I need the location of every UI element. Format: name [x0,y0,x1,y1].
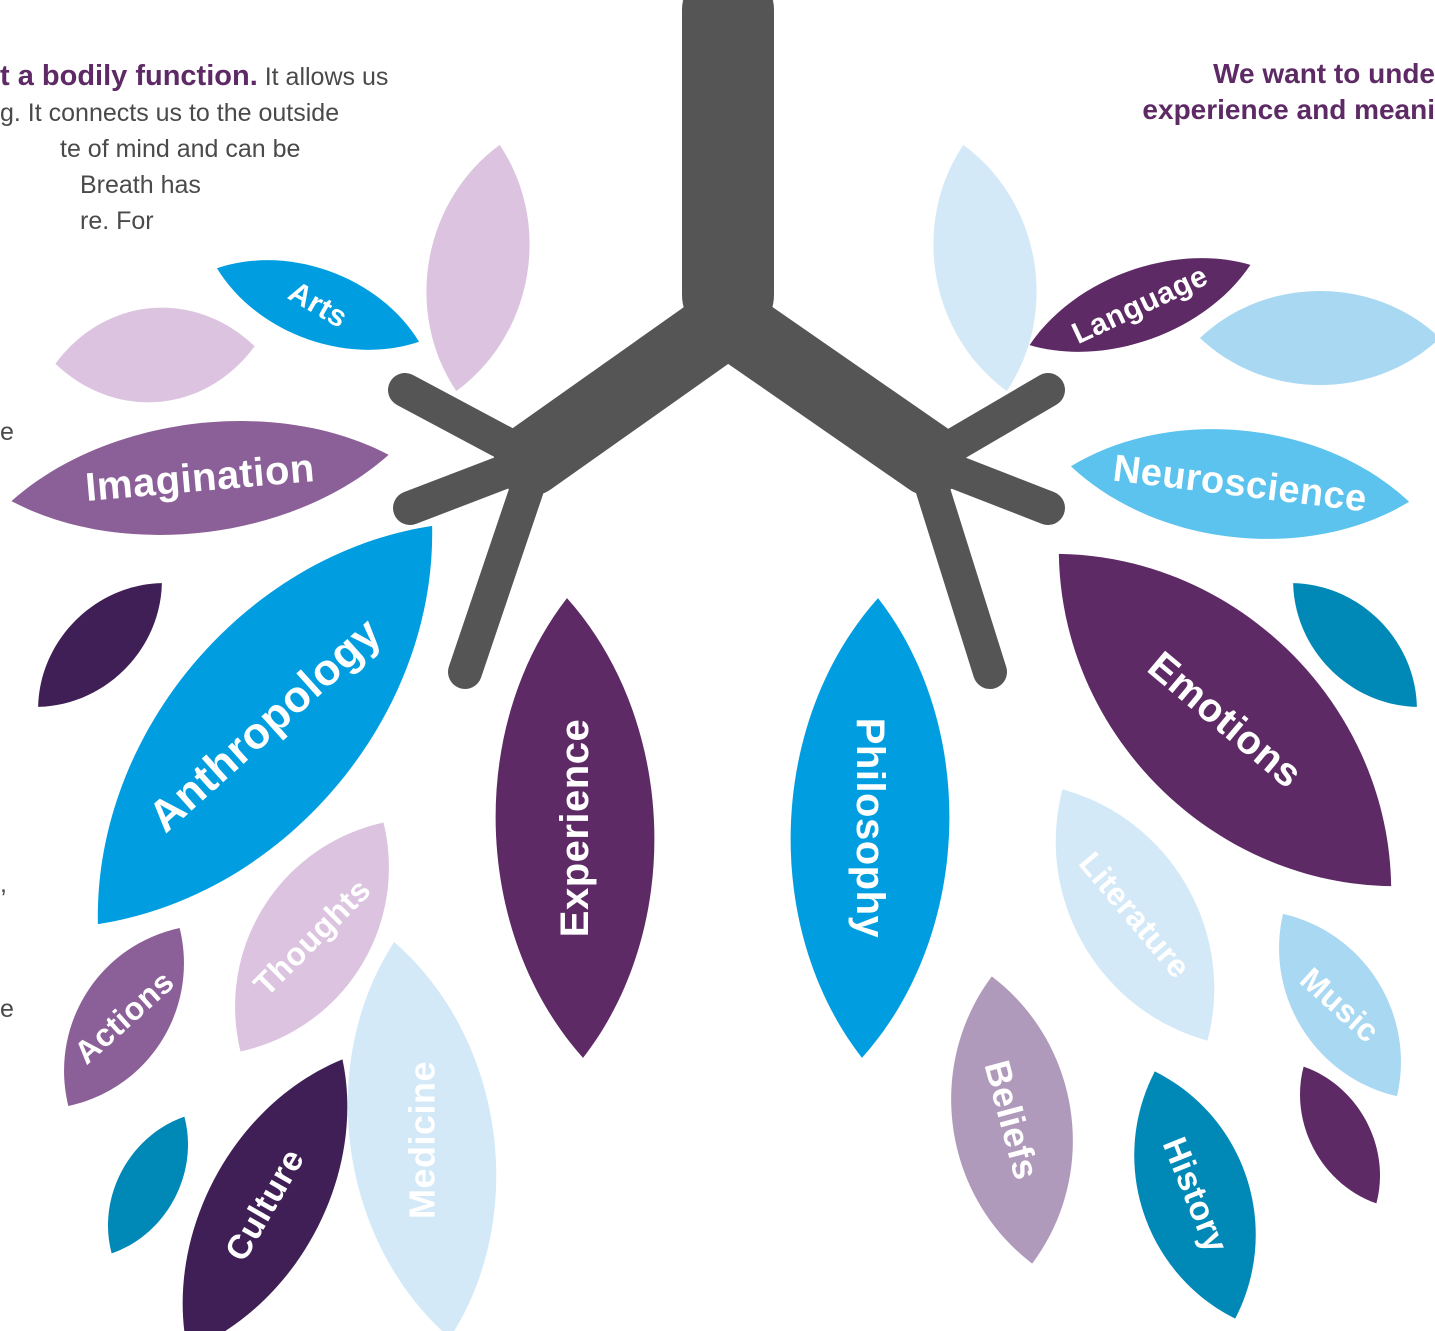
intro-line-1: t a bodily function. It allows us [0,58,520,95]
decorative-leaf [1300,1066,1380,1204]
intro-line-5: re. For [80,207,154,235]
left-lower-branch [448,448,552,689]
leaf-philosophy-label: Philosophy [848,718,892,939]
leaf-experience-label: Experience [553,719,597,937]
right-main-bronchus [692,284,966,496]
leaf-music [1279,913,1401,1097]
right-heading: We want to unde experience and meani [1010,56,1435,128]
leaf-thoughts [235,822,389,1052]
intro-edge-fragment: e [0,418,14,446]
trachea-tree [388,0,1065,689]
decorative-leaf [426,144,530,392]
intro-paragraph: t a bodily function. It allows us g. It … [0,58,520,239]
left-main-bronchus [494,284,764,496]
leaf-anthropology [97,525,433,925]
decorative-leaf [933,144,1037,392]
leaf-neuroscience [1070,429,1410,539]
intro-lead: t a bodily function. [0,60,258,92]
decorative-leaf [1200,290,1435,386]
decorative-leaf [38,583,162,707]
decorative-leaf [1293,583,1417,707]
leaf-literature [1055,789,1215,1041]
leaf-culture [182,1059,348,1331]
decorative-leaf [55,307,255,403]
leaf-philosophy [790,598,950,1058]
right-heading-line-2: experience and meani [1142,94,1435,125]
intro-line-3: te of mind and can be [60,135,301,163]
leaf-arts [216,260,420,350]
decorative-leaf [108,1116,188,1254]
intro-line-4: Breath has [80,171,201,199]
intro-line-1-rest: It allows us [257,63,389,91]
left-middle-branch [393,445,547,525]
intro-edge-fragment: , [0,870,7,898]
leaf-emotions [1058,553,1392,887]
intro-edge-fragment: e [0,995,14,1023]
leaf-language [1029,258,1251,352]
leaf-history [1134,1071,1256,1319]
leaf-beliefs [951,976,1073,1264]
intro-line-2: g. It connects us to the outside [0,99,340,127]
leaf-medicine [347,941,497,1331]
right-middle-branch [913,445,1065,525]
leaf-imagination [11,421,389,535]
leaf-actions [64,927,184,1107]
right-heading-line-1: We want to unde [1213,58,1435,89]
leaf-experience [495,598,655,1058]
right-lower-branch [908,448,1007,689]
leaf-medicine-label: Medicine [402,1061,443,1219]
